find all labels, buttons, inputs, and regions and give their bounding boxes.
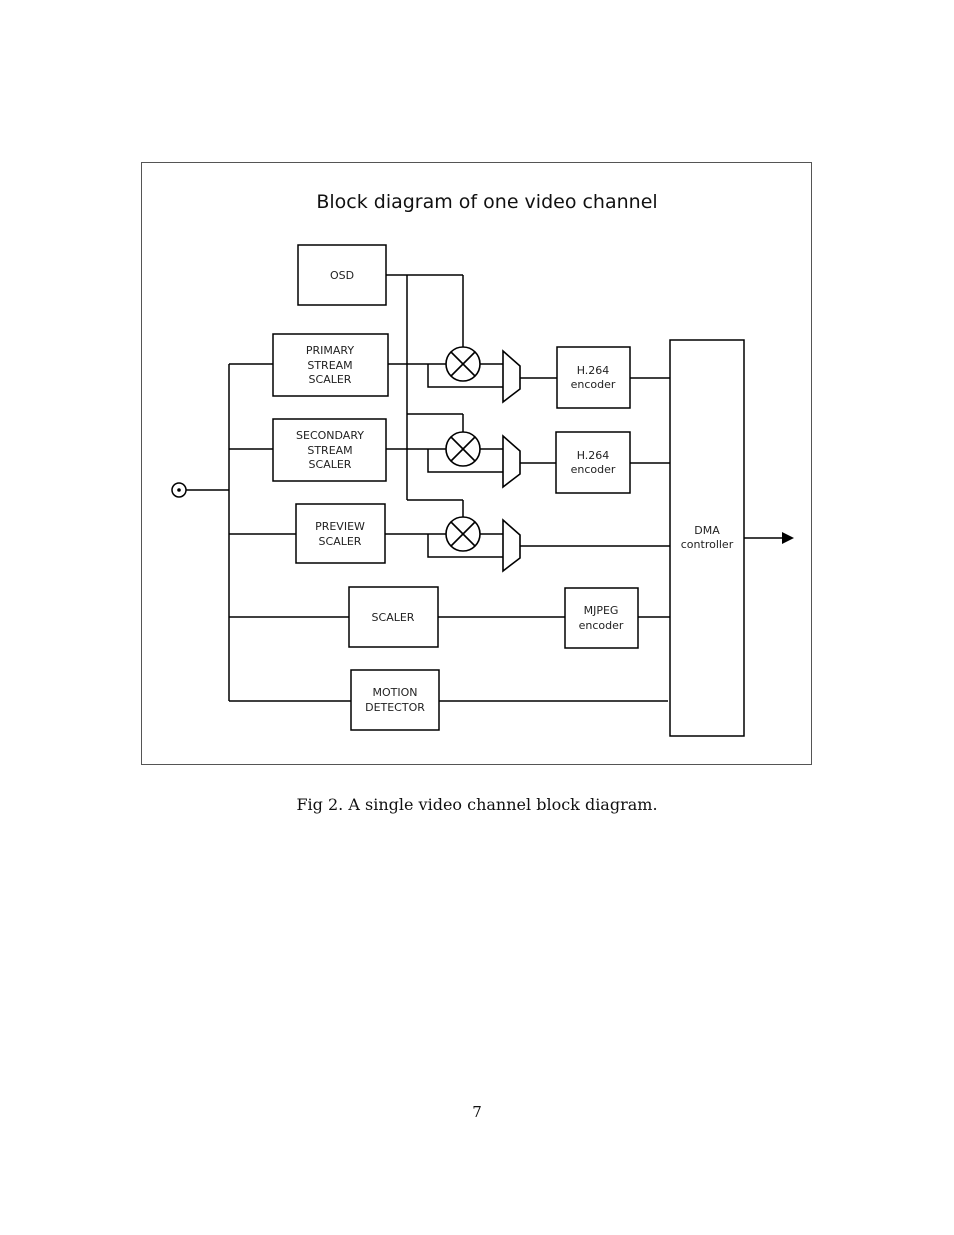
h264-1-label-line-2: encoder: [571, 378, 616, 391]
mjpeg-label-line-1: MJPEG: [584, 604, 619, 617]
mixer-symbol-1: [445, 346, 481, 382]
h264-1-label-line-1: H.264: [577, 364, 610, 377]
mjpeg-label-line-2: encoder: [579, 619, 624, 632]
secondary-stream-scaler-block: [272, 418, 387, 482]
mixer-symbol-3: [445, 516, 481, 552]
h264-2-label-line-2: encoder: [571, 463, 616, 476]
page-number: 7: [472, 1103, 482, 1121]
output-arrow-icon: [782, 532, 794, 544]
preview-scaler-block: [295, 503, 386, 564]
motion-detector-block: [350, 669, 440, 731]
secondary-label-line-3: SCALER: [309, 458, 352, 471]
connection-lines: [186, 274, 784, 702]
multiplexer-symbol-3: [502, 518, 521, 573]
scaler-label: SCALER: [372, 611, 415, 624]
osd-block: [297, 244, 387, 306]
diagram-title: Block diagram of one video channel: [316, 191, 657, 213]
dma-controller-block: [669, 339, 745, 737]
motion-label-line-1: MOTION: [373, 686, 418, 699]
h264-encoder-block-1: [556, 346, 631, 409]
secondary-label-line-2: STREAM: [307, 444, 352, 457]
h264-encoder-block-2: [555, 431, 631, 494]
multiplexer-symbol-2: [502, 434, 521, 489]
mjpeg-encoder-block: [564, 587, 639, 649]
scaler-block: [348, 586, 439, 648]
mixer-symbol-2: [445, 431, 481, 467]
primary-stream-scaler-block: [272, 333, 389, 397]
preview-label-line-2: SCALER: [319, 535, 362, 548]
primary-label-line-3: SCALER: [309, 373, 352, 386]
figure-frame: [141, 162, 812, 765]
multiplexer-symbol-1: [502, 349, 521, 404]
osd-label: OSD: [330, 269, 354, 282]
dma-label-line-2: controller: [681, 538, 734, 551]
primary-label-line-2: STREAM: [307, 359, 352, 372]
motion-label-line-2: DETECTOR: [365, 701, 425, 714]
primary-label-line-1: PRIMARY: [306, 344, 354, 357]
h264-2-label-line-1: H.264: [577, 449, 610, 462]
preview-label-line-1: PREVIEW: [315, 520, 365, 533]
figure-caption: Fig 2. A single video channel block diag…: [296, 795, 658, 814]
input-connector-icon: [171, 482, 187, 498]
secondary-label-line-1: SECONDARY: [296, 429, 364, 442]
dma-label-line-1: DMA: [694, 524, 720, 537]
